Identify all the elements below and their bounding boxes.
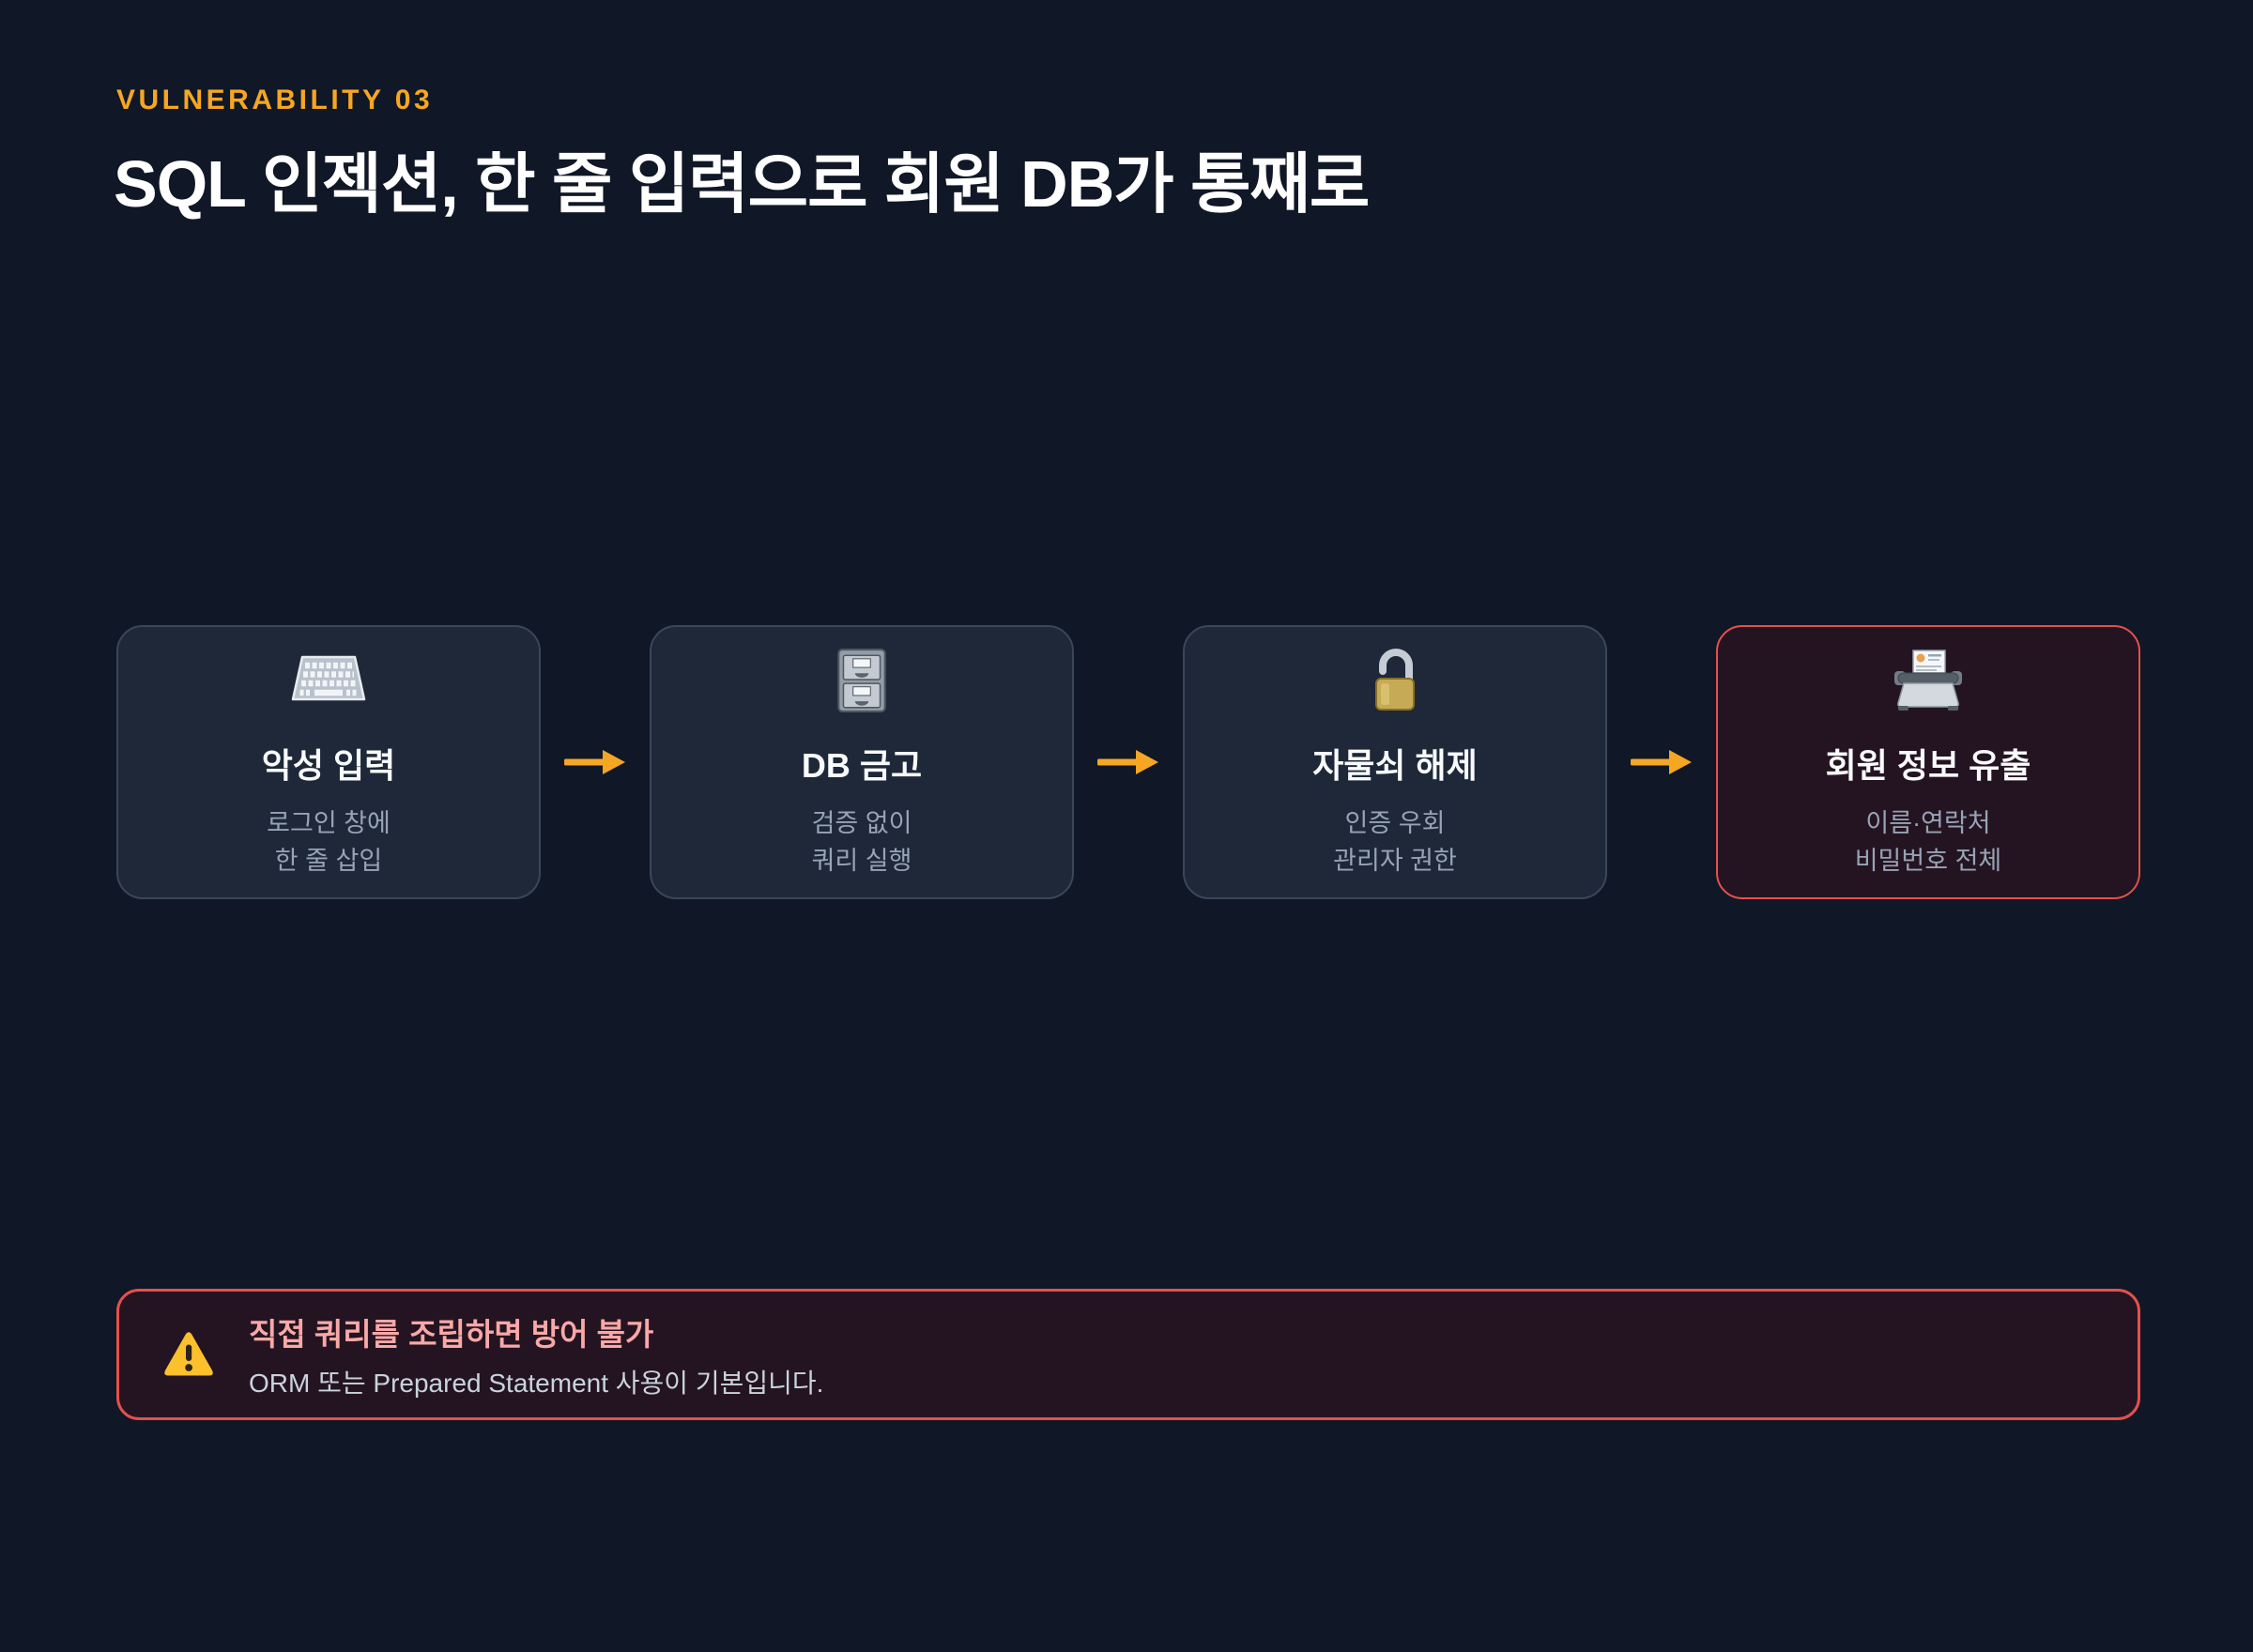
keyboard-icon	[289, 645, 368, 716]
flow-step-description: 로그인 창에 한 줄 삽입	[267, 809, 391, 875]
flow-step-description: 인증 우회 관리자 권한	[1333, 809, 1457, 875]
flow-diagram: 악성 입력 로그인 창에 한 줄 삽입 DB 금고 검증 없이	[116, 625, 2140, 899]
flow-card-data-leak: 회원 정보 유출 이름·연락처 비밀번호 전체	[1716, 625, 2140, 899]
flow-step-description: 이름·연락처 비밀번호 전체	[1854, 809, 2002, 875]
page-title: SQL 인젝션, 한 줄 입력으로 회원 DB가 통째로	[114, 147, 1370, 221]
warning-triangle-icon	[162, 1330, 215, 1379]
file-cabinet-icon	[835, 645, 889, 716]
flow-step-title: DB 금고	[801, 746, 923, 785]
unlocked-padlock-icon	[1366, 645, 1424, 716]
right-arrow-icon	[564, 750, 625, 774]
right-arrow-icon	[1631, 750, 1692, 774]
right-arrow-icon	[1097, 750, 1158, 774]
flow-arrow-2	[1074, 625, 1183, 899]
warning-text: 직접 쿼리를 조립하면 방어 불가 ORM 또는 Prepared Statem…	[249, 1309, 823, 1400]
flow-arrow-1	[541, 625, 650, 899]
flow-card-malicious-input: 악성 입력 로그인 창에 한 줄 삽입	[116, 625, 541, 899]
flow-card-lock-bypass: 자물쇠 해제 인증 우회 관리자 권한	[1183, 625, 1607, 899]
warning-title: 직접 쿼리를 조립하면 방어 불가	[249, 1316, 654, 1352]
flow-step-description: 검증 없이 쿼리 실행	[811, 809, 912, 875]
eyebrow-label: VULNERABILITY 03	[116, 84, 434, 115]
warning-description: ORM 또는 Prepared Statement 사용이 기본입니다.	[249, 1368, 824, 1398]
flow-step-title: 악성 입력	[261, 746, 396, 785]
flow-arrow-3	[1607, 625, 1716, 899]
flow-step-title: 자물쇠 해제	[1312, 746, 1478, 785]
flow-step-title: 회원 정보 유출	[1825, 746, 2031, 785]
printer-icon	[1891, 645, 1966, 716]
warning-banner: 직접 쿼리를 조립하면 방어 불가 ORM 또는 Prepared Statem…	[116, 1289, 2140, 1420]
flow-card-db-vault: DB 금고 검증 없이 쿼리 실행	[650, 625, 1074, 899]
